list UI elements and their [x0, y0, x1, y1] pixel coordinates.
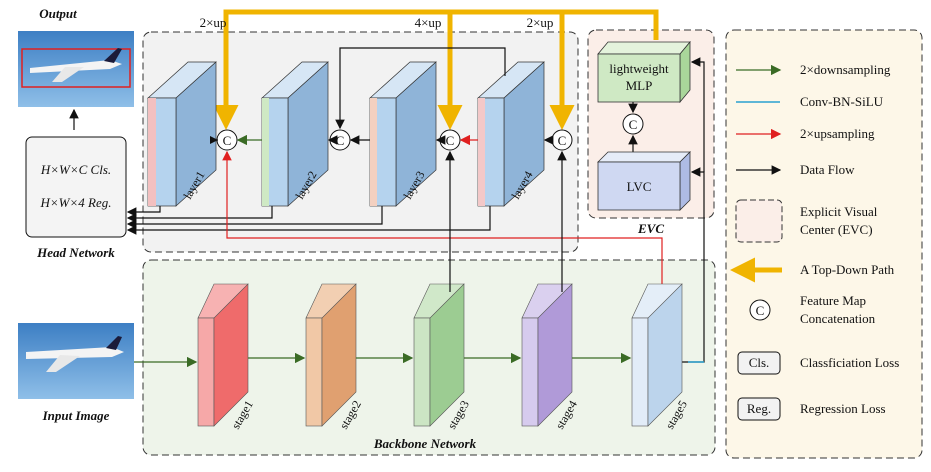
- legend-reg-box: [737, 397, 781, 421]
- backbone-title: Backbone Network: [373, 436, 477, 451]
- legend-concat-icon: C: [749, 299, 771, 321]
- up-label-3: 2×up: [527, 15, 554, 30]
- concat-node-4: C: [551, 129, 573, 151]
- layer-4: [477, 61, 545, 207]
- legend-concat-line1: Feature Map: [800, 293, 866, 308]
- mlp-line1: lightweight: [609, 61, 669, 76]
- svg-text:C: C: [756, 303, 765, 318]
- evc-concat: C: [622, 113, 644, 135]
- legend-evc-line2: Center (EVC): [800, 222, 873, 237]
- legend-evc-line1: Explicit Visual: [800, 204, 878, 219]
- stage-3: [413, 283, 465, 427]
- svg-text:C: C: [223, 133, 232, 148]
- input-image: [18, 323, 134, 399]
- up-label-1: 2×up: [200, 15, 227, 30]
- stage-2: [305, 283, 357, 427]
- arrow-layer4-c2: [335, 47, 506, 130]
- legend-evc-box: [735, 199, 783, 243]
- concat-node-1: C: [216, 129, 238, 151]
- head-region: [142, 31, 579, 253]
- lvc-text: LVC: [627, 179, 652, 194]
- arrow-stage5-mlp: [690, 57, 705, 172]
- legend-up-text: 2×upsampling: [800, 126, 875, 141]
- stage-1: [197, 283, 249, 427]
- arrow-layer2-head: [126, 206, 273, 223]
- stage-5: [631, 283, 683, 427]
- mlp-block: [597, 40, 691, 104]
- legend-concat-line2: Concatenation: [800, 311, 876, 326]
- arrow-stage5-c1: [222, 150, 663, 296]
- head-reg-text: H×W×4 Reg.: [40, 195, 112, 210]
- head-cls-text: H×W×C Cls.: [40, 162, 111, 177]
- head-network-title: Head Network: [36, 245, 115, 260]
- output-title: Output: [39, 6, 77, 21]
- arrow-layer1-head: [126, 206, 161, 217]
- svg-text:C: C: [336, 133, 345, 148]
- legend-conv-text: Conv-BN-SiLU: [800, 94, 884, 109]
- layer-1: [147, 61, 217, 207]
- arrow-layer4-head: [126, 206, 491, 235]
- mlp-line2: MLP: [626, 78, 653, 93]
- legend-down-text: 2×downsampling: [800, 62, 891, 77]
- legend-cls-text: Classficiation Loss: [800, 355, 899, 370]
- output-image: [18, 31, 134, 107]
- legend-topdown-text: A Top-Down Path: [800, 262, 895, 277]
- legend-cls-label: Cls.: [749, 355, 770, 370]
- svg-text:C: C: [558, 133, 567, 148]
- lvc-block: [597, 151, 691, 211]
- legend-flow-text: Data Flow: [800, 162, 855, 177]
- legend-reg-text: Regression Loss: [800, 401, 886, 416]
- evc-title: EVC: [637, 221, 664, 236]
- arrow-layer3-head: [126, 206, 383, 229]
- arrow-stage5-lvc: [665, 167, 705, 363]
- input-title: Input Image: [42, 408, 110, 423]
- head-box: [25, 136, 127, 238]
- legend-reg-label: Reg.: [747, 401, 771, 416]
- top-down-path: [213, 9, 659, 130]
- stage-4: [521, 283, 573, 427]
- concat-node-2: C: [329, 129, 351, 151]
- concat-node-3: C: [439, 129, 461, 151]
- layer-2: [261, 61, 329, 207]
- legend-cls-box: [737, 351, 781, 375]
- layer-3: [369, 61, 437, 207]
- svg-text:C: C: [629, 117, 638, 132]
- up-label-2: 4×up: [415, 15, 442, 30]
- svg-text:C: C: [446, 133, 455, 148]
